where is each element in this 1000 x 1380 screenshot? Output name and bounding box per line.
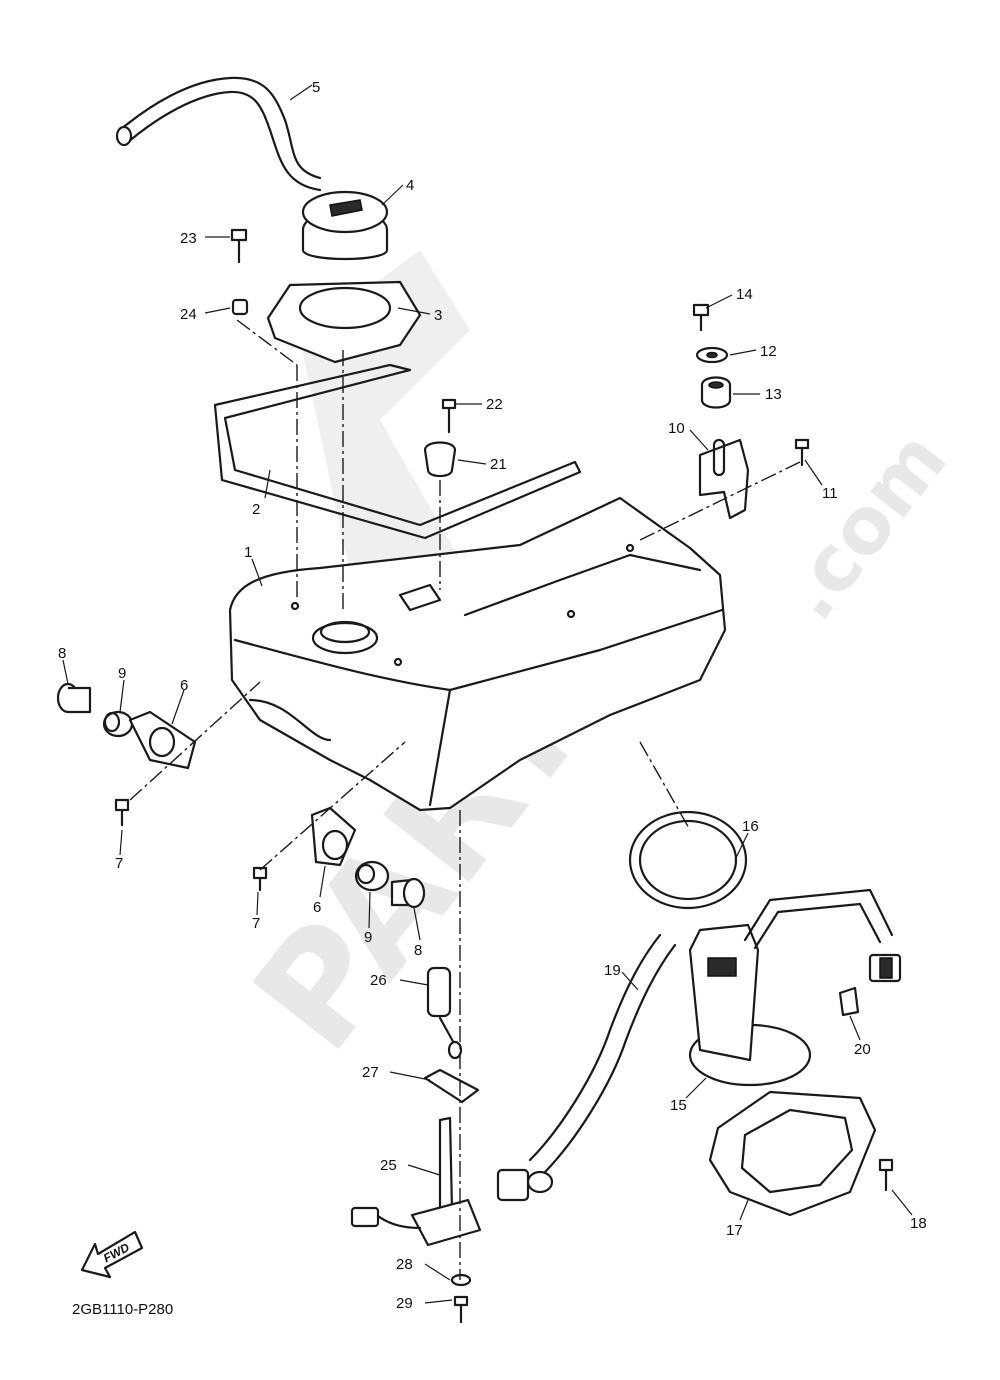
part-10-bracket [698, 438, 750, 520]
callout-13: 13 [765, 386, 782, 403]
diagram-code: 2GB1110-P280 [72, 1301, 173, 1318]
part-5-breather-hose [115, 76, 322, 192]
part-21-grommet [423, 441, 457, 478]
alignment-lines [129, 319, 801, 1280]
part-7-left-bolt [114, 798, 130, 827]
callout-5: 5 [312, 79, 320, 96]
callout-26: 26 [370, 972, 387, 989]
part-2-tank-frame [213, 363, 582, 540]
part-8-right-collar [390, 877, 426, 909]
part-29-bolt [453, 1295, 469, 1324]
callout-3: 3 [434, 307, 442, 324]
callouts: 5 4 3 23 24 2 1 22 21 14 12 13 10 11 8 9… [58, 79, 927, 1312]
callout-22: 22 [486, 396, 503, 413]
callout-8-right: 8 [414, 942, 422, 959]
part-22-bolt [441, 398, 457, 434]
fwd-arrow: FWD [80, 1230, 144, 1279]
part-9-left-damper [102, 710, 134, 738]
callout-29: 29 [396, 1295, 413, 1312]
callout-18: 18 [910, 1215, 927, 1232]
part-25-level-unit [350, 1116, 482, 1247]
part-6-left-bracket [128, 710, 197, 770]
callout-7-right: 7 [252, 915, 260, 932]
callout-17: 17 [726, 1222, 743, 1239]
part-12-washer [695, 346, 729, 364]
part-3-cover-frame [266, 280, 422, 364]
callout-14: 14 [736, 286, 753, 303]
part-4-cap-cover [301, 190, 389, 261]
callout-12: 12 [760, 343, 777, 360]
callout-leaders [62, 84, 913, 1304]
part-15-fuel-pump [688, 888, 902, 1087]
part-24-collar [231, 298, 249, 316]
part-20-clamp [838, 986, 860, 1017]
callout-9-right: 9 [364, 929, 372, 946]
part-8-left-collar [56, 682, 92, 714]
part-23-bolt [230, 228, 248, 264]
callout-9-left: 9 [118, 665, 126, 682]
callout-1: 1 [244, 544, 252, 561]
callout-7-left: 7 [115, 855, 123, 872]
callout-24: 24 [180, 306, 197, 323]
part-14-bolt [692, 303, 710, 332]
callout-20: 20 [854, 1041, 871, 1058]
part-26-sender [426, 966, 463, 1060]
part-1-fuel-tank [228, 496, 727, 812]
callout-2: 2 [252, 501, 260, 518]
part-7-right-bolt [252, 866, 268, 892]
part-6-right-bracket [310, 806, 357, 867]
part-27-gasket [423, 1068, 480, 1104]
part-17-retainer-plate [708, 1090, 877, 1217]
watermark-domain: .com [764, 415, 965, 636]
callout-19: 19 [604, 962, 621, 979]
callout-28: 28 [396, 1256, 413, 1273]
callout-15: 15 [670, 1097, 687, 1114]
part-16-gasket [628, 810, 748, 910]
part-19-fuel-hose [496, 933, 677, 1202]
callout-27: 27 [362, 1064, 379, 1081]
callout-4: 4 [406, 177, 414, 194]
callout-11: 11 [822, 485, 838, 502]
part-9-right-damper [354, 860, 390, 892]
callout-6-right: 6 [313, 899, 321, 916]
part-11-bolt [794, 438, 810, 467]
callout-16: 16 [742, 818, 759, 835]
callout-6-left: 6 [180, 677, 188, 694]
callout-10: 10 [668, 420, 685, 437]
part-28-washer [450, 1273, 472, 1287]
callout-23: 23 [180, 230, 197, 247]
callout-25: 25 [380, 1157, 397, 1174]
part-18-screw [878, 1158, 894, 1192]
callout-8-left: 8 [58, 645, 66, 662]
callout-21: 21 [490, 456, 507, 473]
part-13-damper [700, 376, 732, 409]
